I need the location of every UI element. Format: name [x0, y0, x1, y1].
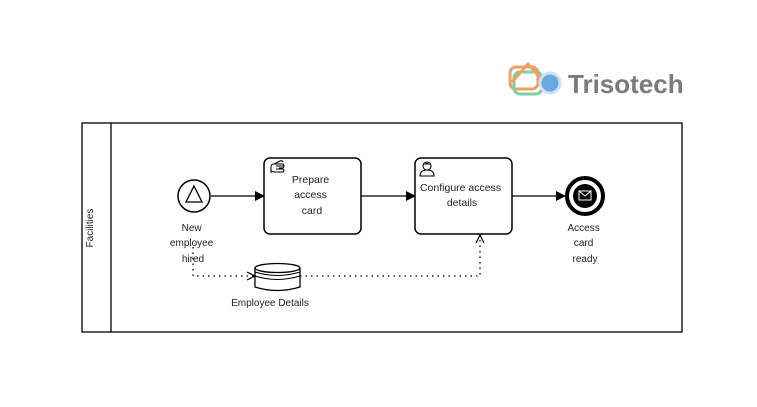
manual-task-hand-icon [270, 160, 285, 173]
data-association-start-to-store[interactable] [192, 247, 255, 276]
logo-text: Trisotech [568, 69, 684, 99]
task-prepare-label: Prepare access card [292, 174, 332, 217]
start-event[interactable] [177, 179, 211, 213]
end-event-label: Access card ready [567, 223, 602, 265]
task-prepare-access-card[interactable]: Prepare access card [263, 157, 362, 235]
signal-triangle-icon [184, 184, 204, 203]
database-icon [254, 262, 301, 292]
start-event-label: New employee hired [170, 223, 216, 265]
pool[interactable]: Facilities [81, 122, 683, 333]
task-configure-label: Configure access details [420, 182, 504, 209]
data-store-label: Employee Details [231, 298, 309, 309]
logo-mark-icon [508, 62, 562, 96]
lane-label: Facilities [85, 209, 96, 248]
message-envelope-icon [578, 190, 592, 201]
task-configure-access-details[interactable]: Configure access details [414, 157, 513, 235]
end-event[interactable] [565, 176, 605, 216]
data-store-employee-details[interactable] [254, 262, 301, 292]
user-task-person-icon [419, 161, 435, 177]
trisotech-logo: Trisotech [508, 62, 684, 99]
